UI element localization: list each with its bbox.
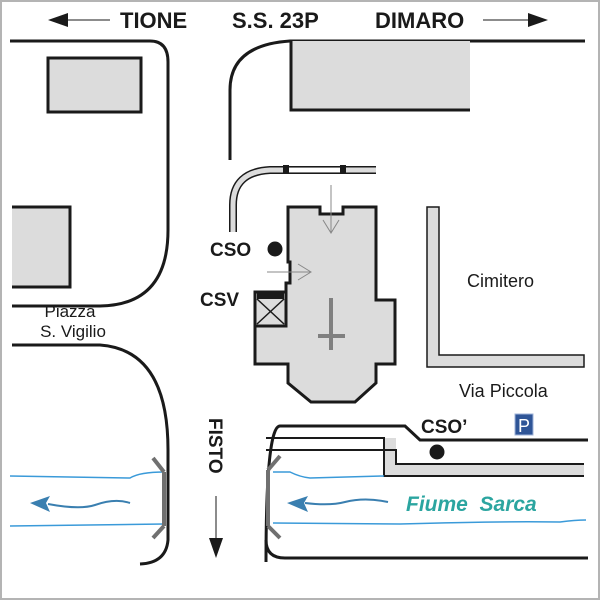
cross-icon (318, 298, 345, 350)
direction-label-south: FISTO (204, 418, 225, 474)
river-flow-arrow-icon (30, 496, 131, 512)
arrow-left-icon (48, 13, 110, 27)
parking-label: P (518, 416, 530, 436)
embankment (265, 438, 584, 476)
arrow-down-icon (209, 496, 223, 558)
bridge-west (151, 456, 166, 540)
building-north (291, 41, 470, 110)
road-name-label: S.S. 23P (232, 8, 319, 33)
cemetery-wall (426, 206, 585, 368)
building-northwest (46, 56, 143, 114)
river-label: Fiume Sarca (406, 493, 537, 516)
direction-label-east: DIMARO (375, 8, 464, 33)
bridge-east (266, 454, 282, 540)
entry-arrow-north (322, 185, 340, 234)
cso-label: CSO (210, 240, 251, 261)
road-edge-northwest (10, 39, 170, 308)
street-label: Via Piccola (459, 381, 549, 401)
cso-marker (267, 241, 283, 257)
arrow-right-icon (483, 13, 548, 27)
cso-prime-label: CSO’ (421, 417, 467, 438)
church-building (253, 205, 397, 404)
building-west (12, 205, 72, 289)
cso-prime-marker (429, 444, 445, 460)
road-edge-north-center (228, 39, 585, 160)
parking-icon[interactable]: P (514, 413, 534, 436)
csv-label: CSV (200, 290, 239, 311)
entry-arrow-west (267, 263, 312, 281)
road-edge-southwest (12, 343, 170, 566)
piazza-label-line2: S. Vigilio (40, 322, 106, 341)
cemetery-label: Cimitero (467, 271, 534, 291)
direction-label-west: TIONE (120, 8, 187, 33)
river-bank-south (9, 519, 587, 527)
river-bank-north (9, 471, 385, 479)
piazza-label-line1: Piazza (44, 302, 96, 321)
river-flow-arrow-icon-east (287, 496, 389, 512)
